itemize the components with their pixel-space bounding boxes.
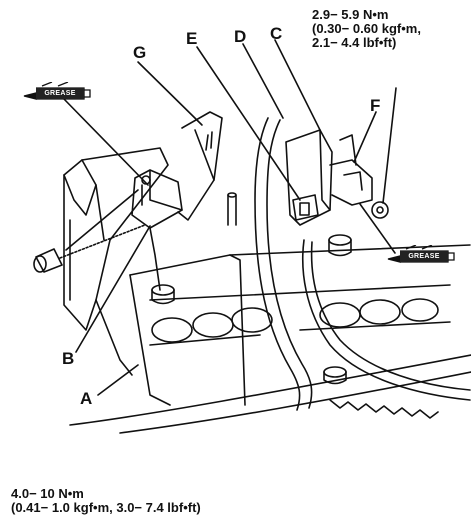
callout-c: C [270,24,283,43]
torque-upper-line3: 2.1− 4.4 lbf•ft) [312,35,397,50]
torque-spec-upper: 2.9− 5.9 N•m (0.30− 0.60 kgf•m, 2.1− 4.4… [312,8,421,50]
callout-f: F [370,96,381,115]
grease-label: GREASE [36,88,84,99]
grease-label: GREASE [400,251,448,262]
callout-a: A [80,389,93,408]
grease-symbol-left: GREASE [22,82,94,104]
fender-edge [69,354,471,426]
terminal-bolt [35,248,63,273]
fuse-cover [177,111,223,221]
terminal-nut [371,201,389,219]
callout-g: G [133,43,147,62]
battery-tray [63,147,169,331]
torque-upper-line2: (0.30− 0.60 kgf•m, [312,21,421,36]
callout-b: B [62,349,75,368]
grease-symbol-right: GREASE [386,245,458,267]
torque-lower-line1: 4.0− 10 N•m [11,486,84,501]
torque-lower-line2: (0.41− 1.0 kgf•m, 3.0− 7.4 lbf•ft) [11,500,201,515]
callout-e: E [186,29,198,48]
cable-d [254,117,301,411]
torque-spec-lower: 4.0− 10 N•m (0.41− 1.0 kgf•m, 3.0− 7.4 l… [11,487,201,515]
torque-upper-line1: 2.9− 5.9 N•m [312,7,389,22]
callout-d: D [234,27,247,46]
